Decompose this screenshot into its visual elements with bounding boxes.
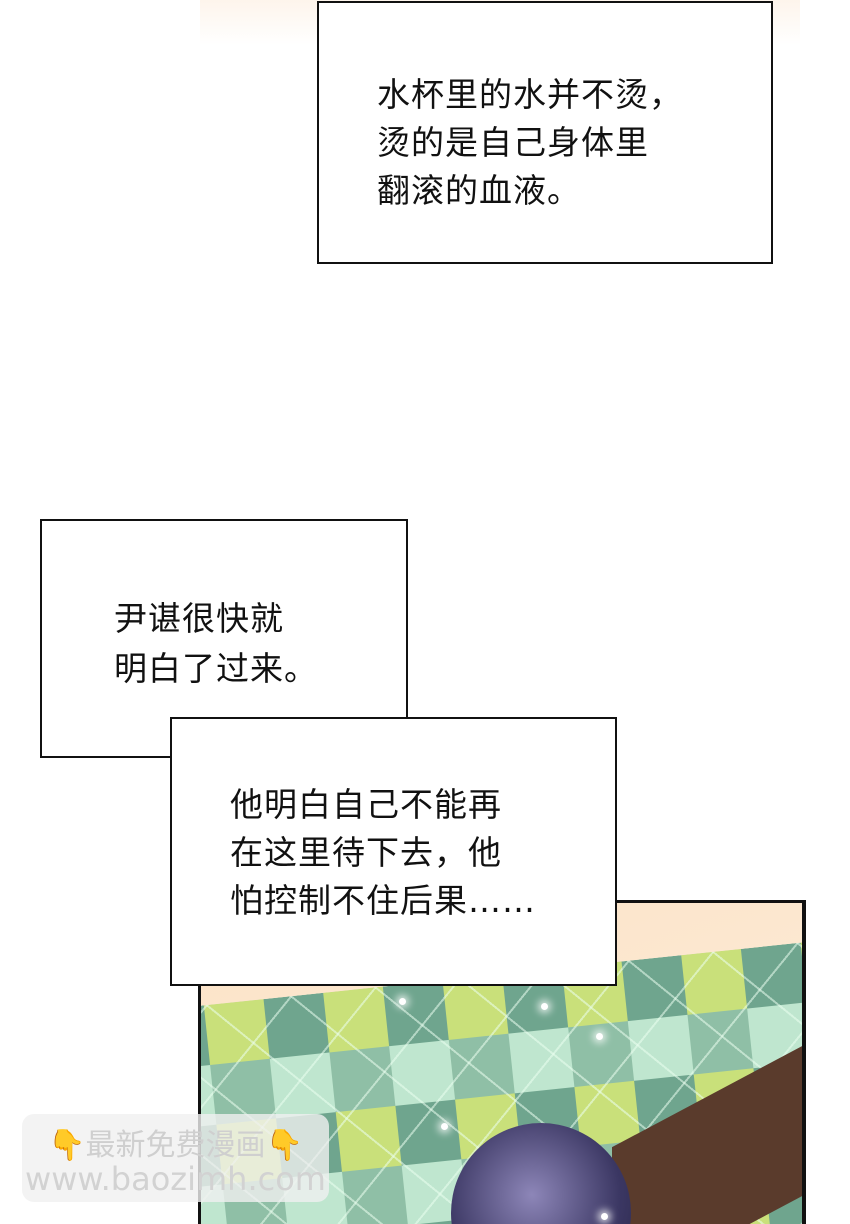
caption-2-line-1: 尹谌很快就 bbox=[114, 599, 284, 638]
caption-3-line-3: 怕控制不住后果…… bbox=[230, 881, 536, 920]
pointing-down-hand-icon: 👇 bbox=[265, 1128, 303, 1163]
sparkle-icon bbox=[601, 1213, 608, 1220]
caption-box-3: 他明白自己不能再 在这里待下去，他 怕控制不住后果…… bbox=[170, 717, 617, 986]
sparkle-icon bbox=[541, 1003, 548, 1010]
caption-1-line-2: 烫的是自己身体里 bbox=[377, 123, 649, 162]
sparkle-icon bbox=[399, 998, 406, 1005]
caption-box-1: 水杯里的水并不烫， 烫的是自己身体里 翻滚的血液。 bbox=[317, 1, 773, 264]
watermark-url[interactable]: www.baozimh.com bbox=[25, 1160, 326, 1198]
caption-1-line-3: 翻滚的血液。 bbox=[377, 171, 581, 210]
sparkle-icon bbox=[596, 1033, 603, 1040]
watermark-badge[interactable]: 👇最新免费漫画👇 www.baozimh.com bbox=[22, 1114, 329, 1202]
caption-3-line-1: 他明白自己不能再 bbox=[230, 785, 502, 824]
caption-3-line-2: 在这里待下去，他 bbox=[230, 833, 502, 872]
pointing-down-hand-icon: 👇 bbox=[48, 1128, 86, 1163]
caption-2-line-2: 明白了过来。 bbox=[114, 649, 318, 688]
caption-join bbox=[172, 719, 406, 756]
watermark-line-1: 👇最新免费漫画👇 bbox=[22, 1120, 329, 1164]
watermark-text: 最新免费漫画 bbox=[85, 1128, 266, 1163]
caption-1-line-1: 水杯里的水并不烫， bbox=[377, 75, 683, 114]
sparkle-icon bbox=[441, 1123, 448, 1130]
